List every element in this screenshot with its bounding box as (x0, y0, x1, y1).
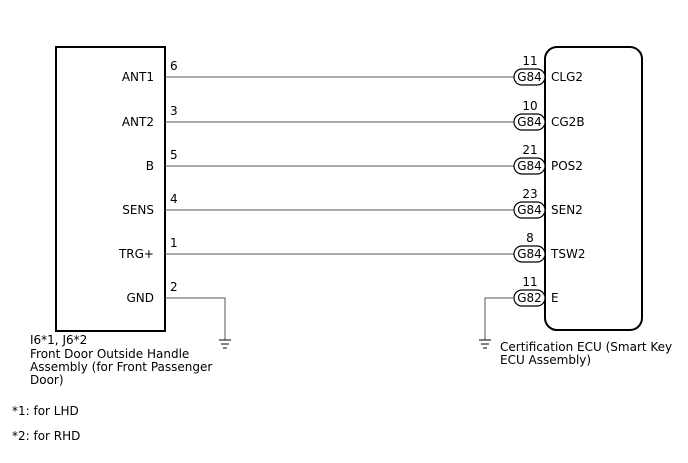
right-pin-label: CG2B (551, 115, 585, 129)
connector-code: G84 (517, 115, 542, 129)
right-pin-label: SEN2 (551, 203, 583, 217)
left-pin-number: 6 (170, 59, 178, 73)
left-pin-label: ANT1 (122, 70, 154, 84)
right-pin-number: 8 (526, 231, 534, 245)
connector-badge (513, 68, 546, 86)
connector-code: G84 (517, 203, 542, 217)
connector-badge (513, 113, 546, 131)
left-pin-number: 1 (170, 236, 178, 250)
left-pin-label: ANT2 (122, 115, 154, 129)
left-pin-label: TRG+ (118, 247, 154, 261)
left-pin-number: 5 (170, 148, 178, 162)
left-pin-label: GND (126, 291, 154, 305)
connector-badge (513, 245, 546, 263)
left-pin-number: 2 (170, 280, 178, 294)
connector-code: G82 (517, 291, 542, 305)
left-device-box (55, 46, 166, 332)
left-device-codes: I6*1, J6*2 (30, 333, 88, 347)
ecu-name: Certification ECU (Smart Key ECU Assembl… (500, 340, 673, 367)
right-pin-label: POS2 (551, 159, 583, 173)
right-pin-label: TSW2 (550, 247, 585, 261)
left-pin-label: B (146, 159, 154, 173)
connector-code: G84 (517, 70, 542, 84)
connector-badge (513, 201, 546, 219)
right-pin-number: 23 (522, 187, 537, 201)
connector-code: G84 (517, 247, 542, 261)
note-rhd: *2: for RHD (12, 429, 81, 443)
left-device-name: Front Door Outside Handle Assembly (for … (30, 347, 213, 387)
ecu-box (544, 46, 643, 331)
left-pin-number: 3 (170, 104, 178, 118)
left-pin-number: 4 (170, 192, 178, 206)
right-pin-number: 11 (522, 275, 537, 289)
left-pin-label: SENS (122, 203, 154, 217)
right-pin-number: 21 (522, 143, 537, 157)
connector-code: G84 (517, 159, 542, 173)
note-lhd: *1: for LHD (12, 404, 79, 418)
right-pin-label: CLG2 (551, 70, 583, 84)
left-ground-symbol (165, 297, 231, 349)
right-pin-label: E (551, 291, 559, 305)
connector-badge (513, 157, 546, 175)
ecu-ground-symbol (479, 297, 514, 349)
right-pin-number: 11 (522, 54, 537, 68)
right-pin-number: 10 (522, 99, 537, 113)
